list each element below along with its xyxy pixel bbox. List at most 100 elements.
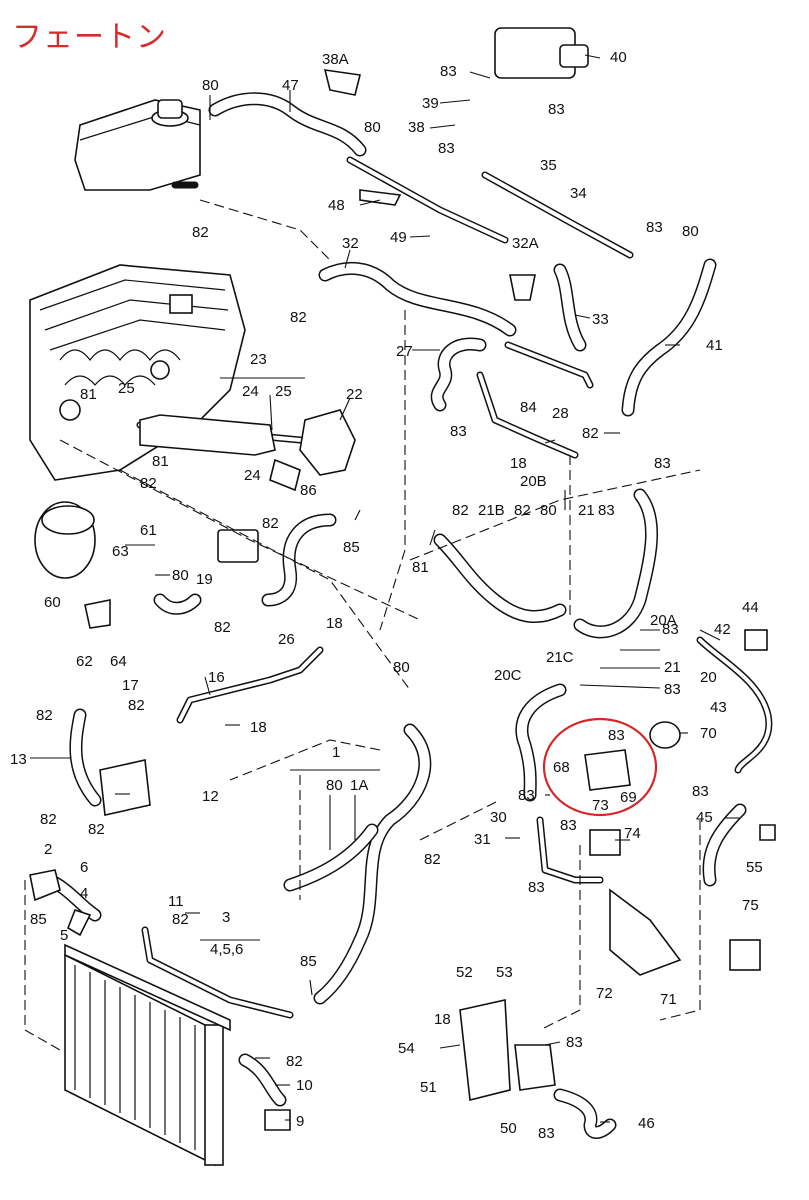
callout-32a: 32A (512, 235, 539, 252)
callout-20: 20 (700, 669, 717, 686)
callout-27: 27 (396, 343, 413, 360)
flange-22 (299, 409, 356, 476)
callout-82: 82 (452, 502, 469, 519)
callout-80: 80 (172, 567, 189, 584)
components (29, 27, 776, 1131)
callout-21c: 21C (546, 649, 574, 666)
callout-18: 18 (510, 455, 527, 472)
callout-82: 82 (88, 821, 105, 838)
callout-83: 83 (518, 787, 535, 804)
callout-82: 82 (286, 1053, 303, 1070)
callout-81: 81 (80, 386, 97, 403)
callout-20b: 20B (520, 473, 547, 490)
callout-42: 42 (714, 621, 731, 638)
callout-53: 53 (496, 964, 513, 981)
callout-34: 34 (570, 185, 587, 202)
callout-82: 82 (214, 619, 231, 636)
callout-70: 70 (700, 725, 717, 742)
callout-47: 47 (282, 77, 299, 94)
callout-456: 4,5,6 (210, 941, 243, 958)
callout-85: 85 (343, 539, 360, 556)
callout-16: 16 (208, 669, 225, 686)
hoses (43, 92, 747, 1139)
callout-19: 19 (196, 571, 213, 588)
callout-83: 83 (692, 783, 709, 800)
callout-18: 18 (250, 719, 267, 736)
callout-26: 26 (278, 631, 295, 648)
callout-81: 81 (412, 559, 429, 576)
callout-85: 85 (30, 911, 47, 928)
callout-43: 43 (710, 699, 727, 716)
callout-83: 83 (654, 455, 671, 472)
callout-39: 39 (422, 95, 439, 112)
callout-74: 74 (624, 825, 641, 842)
callout-69: 69 (620, 789, 637, 806)
callout-22: 22 (346, 386, 363, 403)
callout-11: 11 (168, 893, 184, 910)
callout-83: 83 (450, 423, 467, 440)
callout-80: 80 (364, 119, 381, 136)
callout-9: 9 (296, 1113, 304, 1130)
callout-38: 38 (408, 119, 425, 136)
callout-55: 55 (746, 859, 763, 876)
callout-4: 4 (80, 885, 88, 902)
highlight-circle (542, 717, 658, 817)
callout-83: 83 (608, 727, 625, 744)
callout-84: 84 (520, 399, 537, 416)
callout-75: 75 (742, 897, 759, 914)
engine-block (29, 264, 246, 481)
callout-labels: 38A 80 47 83 40 39 83 38 80 83 35 34 48 … (10, 49, 763, 1142)
callout-20a: 20A (650, 612, 677, 629)
callout-23: 23 (250, 351, 267, 368)
callout-83: 83 (560, 817, 577, 834)
sensor-housing (217, 529, 259, 563)
page-title: フェートン (12, 20, 167, 55)
part-2 (29, 869, 61, 902)
callout-82: 82 (172, 911, 189, 928)
callout-21: 21 (664, 659, 681, 676)
clip-75 (729, 939, 761, 971)
callout-54: 54 (398, 1040, 415, 1057)
callout-1a: 1A (350, 777, 368, 794)
callout-21: 21 (578, 502, 595, 519)
bracket-62 (84, 599, 111, 629)
clip-44 (744, 629, 768, 651)
callout-44: 44 (742, 599, 759, 616)
callout-86: 86 (300, 482, 317, 499)
bracket-48 (359, 189, 402, 206)
callout-45: 45 (696, 809, 713, 826)
callout-80: 80 (393, 659, 410, 676)
callout-35: 35 (540, 157, 557, 174)
callout-6: 6 (80, 859, 88, 876)
callout-38a: 38A (322, 51, 349, 68)
callout-80: 80 (540, 502, 557, 519)
callout-73: 73 (592, 797, 609, 814)
callout-80: 80 (682, 223, 699, 240)
callout-10: 10 (296, 1077, 313, 1094)
callout-83: 83 (528, 879, 545, 896)
callout-72: 72 (596, 985, 613, 1002)
clamp-86 (269, 458, 301, 492)
callout-83: 83 (664, 681, 681, 698)
callout-83: 83 (440, 63, 457, 80)
callout-60: 60 (44, 594, 61, 611)
callout-52: 52 (456, 964, 473, 981)
clip-55 (759, 824, 776, 841)
callout-71: 71 (660, 991, 677, 1008)
callout-83: 83 (646, 219, 663, 236)
callout-83: 83 (566, 1034, 583, 1051)
callout-49: 49 (390, 229, 407, 246)
reservoir-12 (99, 759, 151, 816)
callout-80: 80 (326, 777, 343, 794)
pipes (136, 156, 773, 1019)
callout-12: 12 (202, 788, 219, 805)
ring-70 (649, 721, 681, 749)
callout-50: 50 (500, 1120, 517, 1137)
callout-83: 83 (538, 1125, 555, 1142)
pipe-23 (139, 414, 276, 456)
callout-32: 32 (342, 235, 359, 252)
callout-25: 25 (275, 383, 292, 400)
callout-82: 82 (140, 475, 157, 492)
callout-25: 25 (118, 380, 135, 397)
